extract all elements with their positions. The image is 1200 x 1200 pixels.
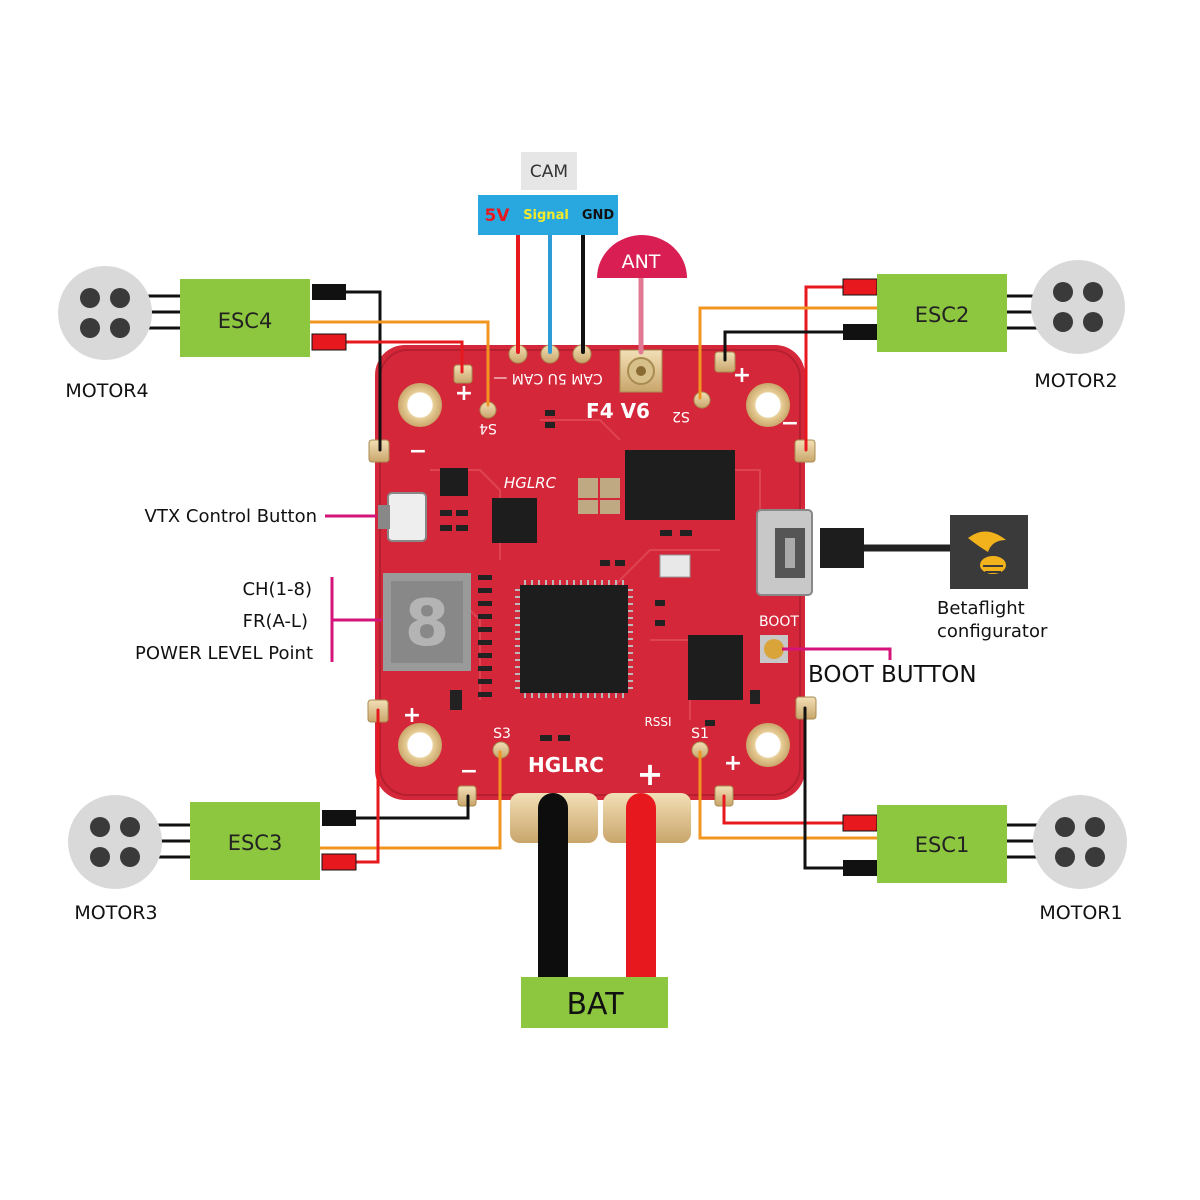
mount-hole-top-left: [398, 383, 442, 427]
motor2-label: MOTOR2: [1034, 370, 1117, 392]
esc3-label: ESC3: [228, 831, 283, 855]
wire-esc1-signal: [698, 750, 880, 840]
wire-esc4-signal: [308, 320, 490, 407]
wire-esc1-negative: [803, 706, 847, 870]
crystal: [659, 554, 691, 578]
rssi-silk: RSSI: [644, 715, 671, 729]
inductor-2: [600, 478, 620, 498]
regulator-chip: [440, 468, 468, 496]
esc4-label: ESC4: [218, 309, 273, 333]
motor4-label: MOTOR4: [65, 380, 148, 402]
boot-button-label: BOOT BUTTON: [808, 662, 977, 688]
cam-title: CAM: [530, 162, 568, 182]
camera-connector: CAM 5V Signal GND: [478, 152, 618, 235]
motor-icon: [1033, 795, 1127, 889]
configurator-label-line1: Betaflight: [937, 598, 1025, 619]
inductor-3: [578, 500, 598, 514]
channel-label: CH(1-8): [242, 579, 312, 600]
motor3: MOTOR3: [68, 795, 162, 924]
motor3-label: MOTOR3: [74, 902, 157, 924]
cam-pad-silk: CAM 5U CAM —: [493, 370, 602, 386]
motor2: MOTOR2: [1031, 260, 1125, 392]
motor-icon: [1031, 260, 1125, 354]
motor1-label: MOTOR1: [1039, 902, 1122, 924]
esc3-plus-silk: +: [403, 703, 421, 728]
s2-silk: S2: [672, 408, 690, 424]
mount-hole-bottom-right: [746, 723, 790, 767]
antenna-label: ANT: [597, 235, 687, 278]
motor1: MOTOR1: [1033, 795, 1127, 924]
seven-segment-digit: 8: [405, 587, 450, 661]
esc1-label: ESC1: [915, 833, 970, 857]
esc4-plus-silk: +: [455, 381, 473, 406]
wire-esc3-positive: [353, 708, 380, 864]
inductor-4: [600, 500, 620, 514]
boot-button-callout: BOOT BUTTON: [782, 647, 977, 688]
wire-esc4-positive: [343, 340, 464, 374]
wire-plugs: [311, 278, 878, 876]
betaflight-logo-icon: [950, 515, 1028, 589]
board-brand-script: HGLRC: [504, 474, 557, 492]
cam-pin-signal: Signal: [523, 208, 569, 223]
board-model-silk: F4 V6: [586, 399, 650, 423]
battery-box: BAT: [521, 977, 668, 1028]
antenna-connector-icon: [619, 349, 663, 393]
s1-silk: S1: [691, 726, 709, 742]
vtx-button-callout: VTX Control Button: [145, 506, 377, 527]
betaflight-configurator: Betaflight configurator: [937, 515, 1048, 642]
wire-esc2-signal: [698, 306, 880, 400]
motor-icon: [68, 795, 162, 889]
display-callout: CH(1-8) FR(A-L) POWER LEVEL Point: [135, 577, 382, 664]
wiring: [308, 233, 954, 993]
s4-silk: S4: [479, 420, 497, 436]
vtx-control-button-part[interactable]: [378, 492, 427, 542]
flash-chip: [688, 635, 743, 700]
wire-esc4-negative: [343, 290, 382, 452]
cam-pin-5v: 5V: [485, 206, 511, 226]
gyro-chip: [492, 498, 537, 543]
motor-icon: [58, 266, 152, 360]
battery-label: BAT: [566, 987, 624, 1022]
esc4-box: ESC4: [180, 279, 310, 357]
esc2-box: ESC2: [877, 274, 1007, 352]
esc3-box: ESC3: [190, 802, 320, 880]
pad-esc2-signal: [693, 391, 711, 409]
mount-hole-top-right: [746, 383, 790, 427]
esc1-box: ESC1: [877, 805, 1007, 883]
esc3-minus-silk: −: [460, 759, 478, 784]
ant-text: ANT: [622, 251, 661, 273]
boot-silk: BOOT: [759, 614, 799, 630]
wire-esc2-negative: [723, 330, 847, 362]
frequency-label: FR(A-L): [243, 611, 308, 632]
mount-hole-bottom-left: [398, 723, 442, 767]
power-level-label: POWER LEVEL Point: [135, 643, 313, 664]
esc2-minus-silk: −: [781, 411, 799, 436]
osd-chip: [625, 450, 735, 520]
wire-esc2-positive: [804, 285, 847, 452]
s3-silk: S3: [493, 726, 511, 742]
vtx-button-label: VTX Control Button: [145, 506, 317, 527]
inductor-1: [578, 478, 598, 498]
wire-esc3-signal: [318, 750, 502, 850]
board-brand-bottom: HGLRC: [528, 753, 604, 777]
wire-esc1-positive: [722, 794, 847, 825]
esc1-plus-silk: +: [724, 751, 742, 776]
cam-pin-gnd: GND: [582, 208, 615, 223]
micro-usb-port-icon[interactable]: [756, 509, 813, 596]
esc2-label: ESC2: [915, 303, 970, 327]
configurator-label-line2: configurator: [937, 621, 1048, 642]
esc2-plus-silk: +: [733, 363, 751, 388]
bat-plus-silk: +: [637, 755, 664, 793]
mcu-chip: [520, 585, 628, 693]
esc4-minus-silk: −: [409, 439, 427, 464]
seven-segment-display-icon: 8: [383, 573, 471, 671]
motor4: MOTOR4: [58, 266, 152, 402]
flight-controller-board: 8 F4 V6 HGLRC HGLRC CAM 5U CAM — BOOT RS…: [367, 344, 819, 843]
wire-esc3-negative: [353, 794, 470, 820]
motor-leads: [148, 294, 1040, 859]
